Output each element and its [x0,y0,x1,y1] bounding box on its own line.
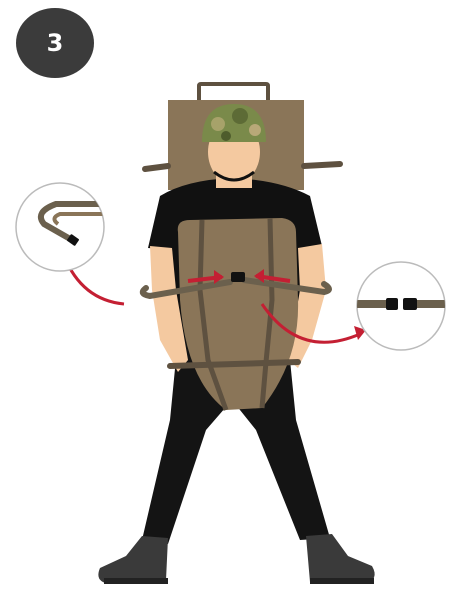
center-buckle [231,272,245,282]
buckle-female-icon [403,298,417,310]
strap-end-detail-callout [16,183,104,271]
side-release-buckle-detail-callout [356,262,447,350]
right-boot [306,534,375,584]
left-boot [98,536,168,584]
buckle-male-icon [386,298,398,310]
